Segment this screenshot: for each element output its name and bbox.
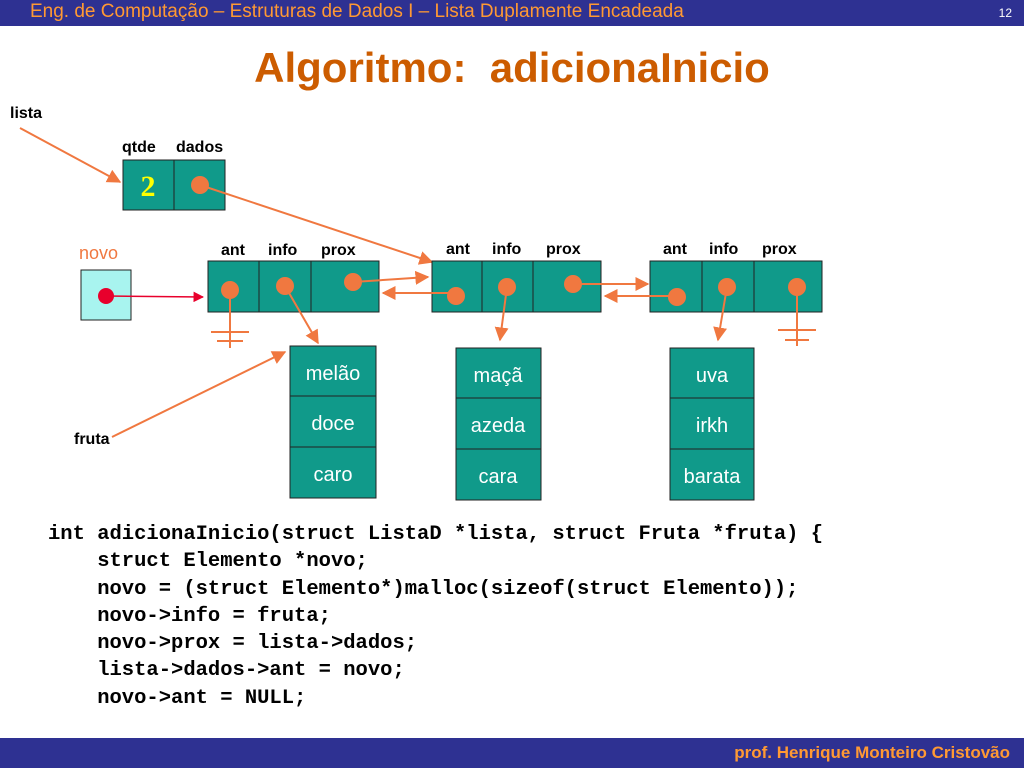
node3-info-arrow xyxy=(713,286,728,342)
fruit-record-2 xyxy=(455,347,542,501)
node3-ant-label: ant xyxy=(663,241,688,258)
code-line: novo = (struct Elemento*)malloc(sizeof(s… xyxy=(48,577,799,601)
fruta-label: fruta xyxy=(74,431,110,448)
header-bar: Eng. de Computação – Estruturas de Dados… xyxy=(0,0,1024,26)
fruit1-price: caro xyxy=(314,464,353,486)
fruit3-taste: irkh xyxy=(696,415,728,437)
node2-ant-label: ant xyxy=(446,241,471,258)
novo-arrow xyxy=(105,291,205,303)
node1-info-arrow xyxy=(284,285,319,345)
fruit3-name: uva xyxy=(696,365,729,387)
code-line: novo->prox = lista->dados; xyxy=(48,632,418,656)
node-1 xyxy=(207,260,380,313)
code-line: lista->dados->ant = novo; xyxy=(48,659,405,683)
fruta-arrow xyxy=(111,351,287,438)
lista-arrow xyxy=(19,127,122,183)
qtde-value: 2 xyxy=(141,170,156,203)
node2-info-arrow xyxy=(494,286,509,342)
node1-ant-dot xyxy=(221,281,239,299)
node3-null-symbol xyxy=(778,287,816,346)
fruit2-taste: azeda xyxy=(471,415,526,437)
code-line: int adicionaInicio(struct ListaD *lista,… xyxy=(48,523,824,546)
dados-label: dados xyxy=(176,139,223,156)
fruit3-price: barata xyxy=(684,466,742,488)
code-line: novo->ant = NULL; xyxy=(48,686,307,710)
fruit-record-1 xyxy=(289,345,377,499)
slide-title: Algoritmo: adicionaInicio xyxy=(254,44,770,91)
fruit2-price: cara xyxy=(479,466,519,488)
node2-ant-dot xyxy=(447,287,465,305)
code-line: novo->info = fruta; xyxy=(48,604,331,628)
code-block: int adicionaInicio(struct ListaD *lista,… xyxy=(48,521,823,712)
fruit-record-3 xyxy=(669,347,755,501)
node1-info-label: info xyxy=(268,242,298,259)
node3-prox-label: prox xyxy=(762,241,797,258)
node3-info-label: info xyxy=(709,241,739,258)
fruit2-name: maçã xyxy=(474,365,524,387)
linked-list-diagram: lista qtde dados 2 novo ant info prox an… xyxy=(10,105,823,501)
node2-info-label: info xyxy=(492,241,522,258)
dados-arrow xyxy=(199,184,434,265)
page-number: 12 xyxy=(998,6,1012,20)
node1-null-symbol xyxy=(211,299,249,348)
novo-label: novo xyxy=(79,243,118,263)
footer-bar: prof. Henrique Monteiro Cristovão xyxy=(0,738,1024,768)
course-title: Eng. de Computação – Estruturas de Dados… xyxy=(30,1,684,22)
author-name: prof. Henrique Monteiro Cristovão xyxy=(734,743,1010,762)
code-line: struct Elemento *novo; xyxy=(48,550,368,574)
node1-ant-label: ant xyxy=(221,242,246,259)
fruit1-name: melão xyxy=(306,363,360,385)
node1-prox-arrow xyxy=(352,270,430,285)
node1-prox-label: prox xyxy=(321,242,356,259)
list-header-box xyxy=(122,159,226,211)
node2-prox-label: prox xyxy=(546,241,581,258)
qtde-label: qtde xyxy=(122,139,156,156)
fruit1-taste: doce xyxy=(311,413,354,435)
lista-label: lista xyxy=(10,105,42,122)
